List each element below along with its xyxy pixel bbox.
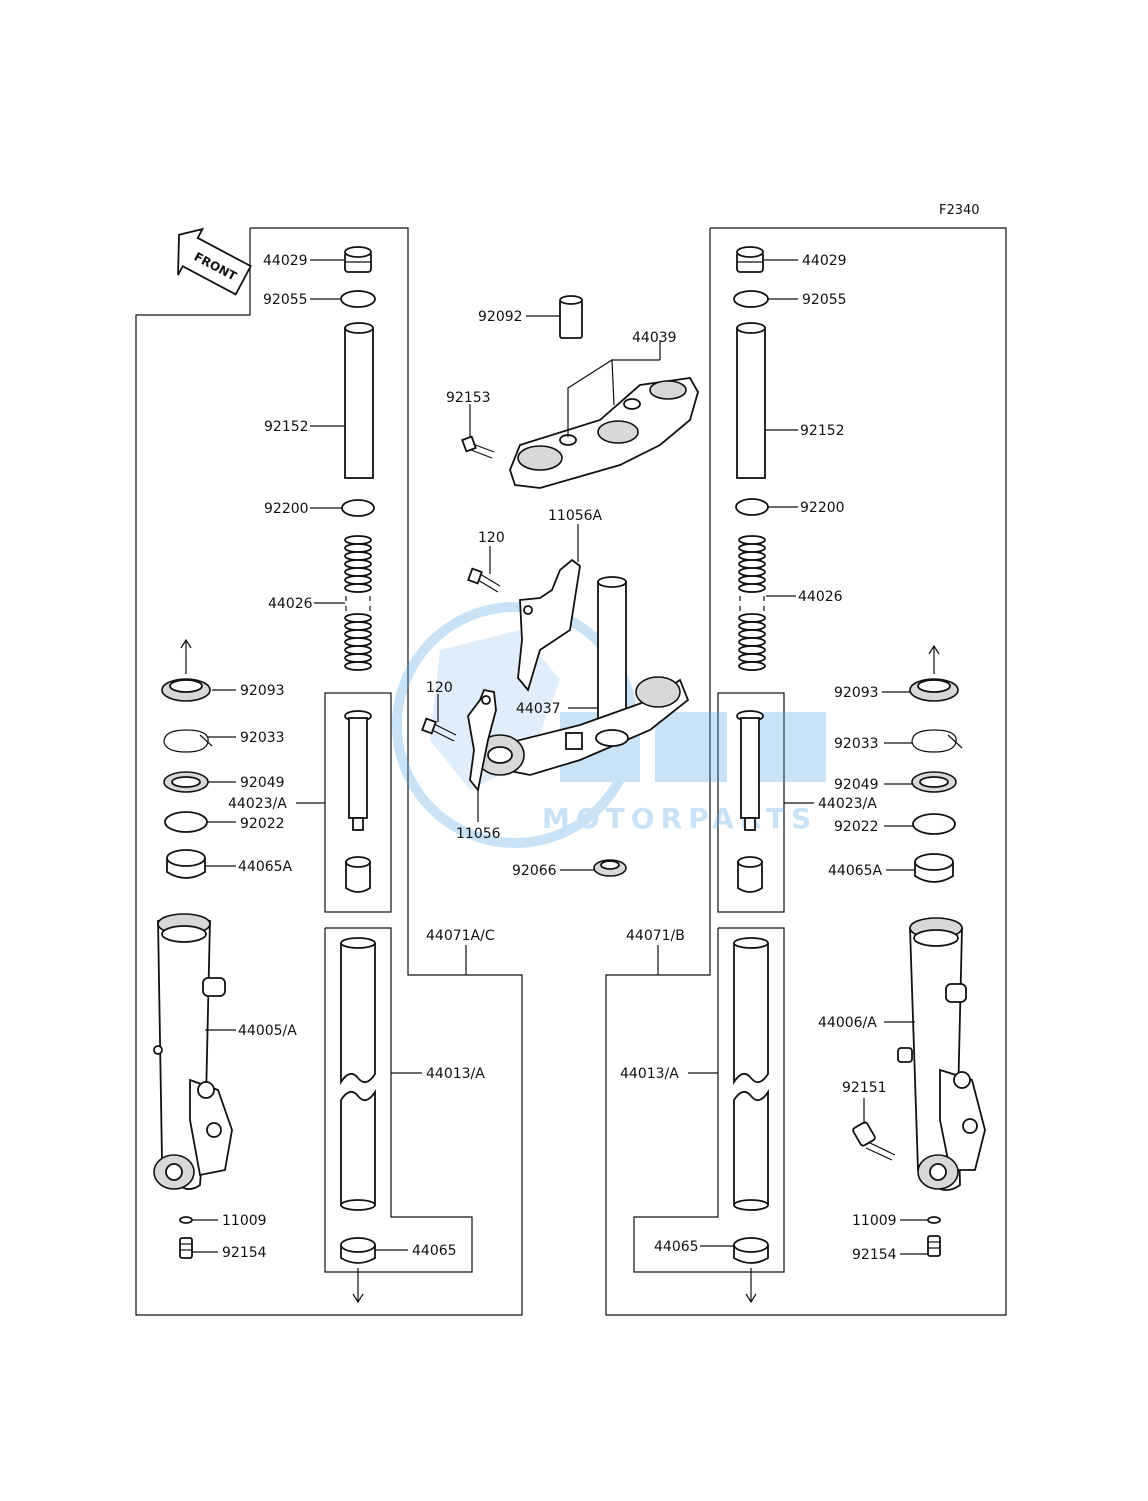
- left-assembly-frame: [135, 227, 523, 1316]
- allen-bolt-92154-right: [927, 1235, 941, 1257]
- part-label: 44065: [654, 1239, 699, 1255]
- part-label: 44029: [802, 253, 847, 269]
- bolt-92153: [461, 435, 495, 459]
- oil-seal-right: [911, 771, 957, 793]
- fork-spring-left: [344, 535, 372, 671]
- part-label: 11009: [852, 1213, 897, 1229]
- part-label: 44013/A: [426, 1066, 485, 1082]
- spacer-pipe-right: [736, 322, 766, 479]
- part-label: 92022: [834, 819, 879, 835]
- part-label: 92049: [834, 777, 879, 793]
- axle-pinch-bolt-92151: [852, 1121, 896, 1161]
- damper-rod-right: [736, 710, 764, 893]
- part-label: 92151: [842, 1080, 887, 1096]
- part-label: 92049: [240, 775, 285, 791]
- right-column-labels: 44029 92055 92152 92200 44026 92093 9203…: [620, 253, 897, 1263]
- leader-lines: [192, 259, 928, 1255]
- fork-cap-bolt-right: [736, 246, 764, 273]
- slide-bush-44065-left: [340, 1237, 376, 1304]
- part-label: 92154: [852, 1247, 897, 1263]
- bracket-11056: [467, 688, 497, 793]
- part-label: 92066: [512, 863, 557, 879]
- right-inner-tube-box: [633, 927, 785, 1273]
- part-label: 92033: [834, 736, 879, 752]
- guide-bush-left: [166, 849, 206, 879]
- stopper-ring-left: [163, 729, 213, 753]
- part-label: 92055: [263, 292, 308, 308]
- part-label: 44013/A: [620, 1066, 679, 1082]
- part-label: 92092: [478, 309, 523, 325]
- outer-tube-left: [153, 913, 233, 1190]
- part-label: 44039: [632, 330, 677, 346]
- part-label: 92033: [240, 730, 285, 746]
- collar-92092: [559, 295, 583, 339]
- left-column-labels: 44029 92055 92152 92200 44026 92093 9203…: [222, 253, 495, 1261]
- part-label: 92093: [834, 685, 879, 701]
- slide-bush-44065-right: [733, 1237, 769, 1304]
- outer-tube-right: [897, 917, 986, 1191]
- part-label: 92153: [446, 390, 491, 406]
- seal-92066: [593, 859, 627, 877]
- part-label: 44023/A: [818, 796, 877, 812]
- guide-bush-right: [914, 853, 954, 883]
- stopper-ring-right: [911, 729, 963, 753]
- damper-rod-left: [344, 710, 372, 893]
- part-label: 44071A/C: [426, 928, 495, 944]
- washer-11009-right: [927, 1216, 941, 1224]
- dust-seal-right: [909, 644, 959, 702]
- part-label: 92093: [240, 683, 285, 699]
- washer-right: [735, 498, 769, 516]
- part-label: 44065A: [828, 863, 883, 879]
- washer-92022-left: [164, 811, 208, 833]
- dust-seal-left: [161, 638, 211, 702]
- part-label: 44006/A: [818, 1015, 877, 1031]
- part-label: 92200: [264, 501, 309, 517]
- part-label: 44005/A: [238, 1023, 297, 1039]
- inner-tube-right: [733, 937, 769, 1211]
- part-label: 44065A: [238, 859, 293, 875]
- steering-stem-44037: [475, 576, 690, 776]
- washer-92022-right: [912, 813, 956, 835]
- figure-code: F2340: [939, 203, 980, 218]
- part-label: 92152: [800, 423, 845, 439]
- fork-cap-bolt-left: [344, 246, 372, 273]
- part-label: 44065: [412, 1243, 457, 1259]
- part-label: 11056A: [548, 508, 603, 524]
- part-label: 92152: [264, 419, 309, 435]
- o-ring-right: [733, 290, 769, 308]
- part-label: 11009: [222, 1213, 267, 1229]
- part-label: 44026: [798, 589, 843, 605]
- watermark-text: MOTORPARTS: [542, 802, 817, 835]
- right-assembly-frame: [605, 227, 1007, 1316]
- part-label: 92200: [800, 500, 845, 516]
- bolt-120-upper: [467, 567, 501, 593]
- spacer-pipe-left: [344, 322, 374, 479]
- part-label: 92154: [222, 1245, 267, 1261]
- part-label: 44037: [516, 701, 561, 717]
- washer-11009-left: [179, 1216, 193, 1224]
- part-label: 44023/A: [228, 796, 287, 812]
- upper-bracket-44039: [509, 377, 699, 489]
- oil-seal-left: [163, 771, 209, 793]
- part-label: 120: [426, 680, 453, 696]
- inner-tube-left: [340, 937, 376, 1211]
- part-label: 120: [478, 530, 505, 546]
- allen-bolt-92154-left: [179, 1237, 193, 1259]
- part-label: 11056: [456, 826, 501, 842]
- washer-left: [341, 499, 375, 517]
- center-labels: 92092 44039 92153 11056A 120 44037 120 1…: [426, 309, 677, 879]
- part-label: 44026: [268, 596, 313, 612]
- part-label: 44071/B: [626, 928, 685, 944]
- fork-spring-right: [738, 535, 766, 671]
- part-label: 44029: [263, 253, 308, 269]
- bracket-11056a: [517, 558, 581, 692]
- part-label: 92022: [240, 816, 285, 832]
- front-arrow-icon: FRONT: [177, 227, 252, 296]
- o-ring-left: [340, 290, 376, 308]
- left-inner-tube-box: [324, 927, 473, 1273]
- bolt-120-lower: [421, 717, 457, 742]
- part-label: 92055: [802, 292, 847, 308]
